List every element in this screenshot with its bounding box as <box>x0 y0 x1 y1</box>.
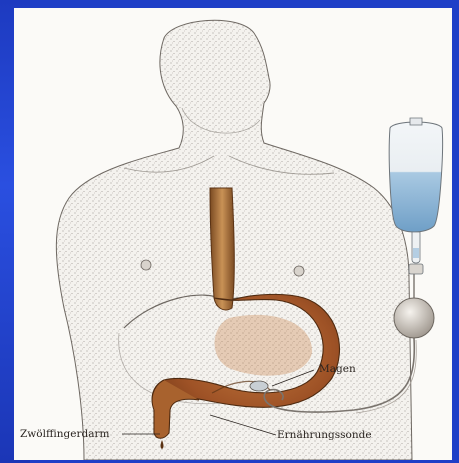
label-feeding-tube: Ernährungssonde <box>277 430 372 441</box>
roller-clamp <box>409 264 423 274</box>
label-stomach: Magen <box>319 364 356 375</box>
left-nipple <box>141 260 151 270</box>
anatomy-illustration <box>14 8 452 460</box>
pump-bulb <box>394 298 434 338</box>
tube-tip <box>250 381 268 391</box>
drip-chamber <box>412 232 420 263</box>
label-duodenum: Zwölffingerdarm <box>20 429 109 440</box>
nutrition-bag <box>389 122 442 232</box>
right-nipple <box>294 266 304 276</box>
illustration-frame: Magen Zwölffingerdarm Ernährungssonde <box>14 8 452 460</box>
esophagus <box>210 188 234 310</box>
